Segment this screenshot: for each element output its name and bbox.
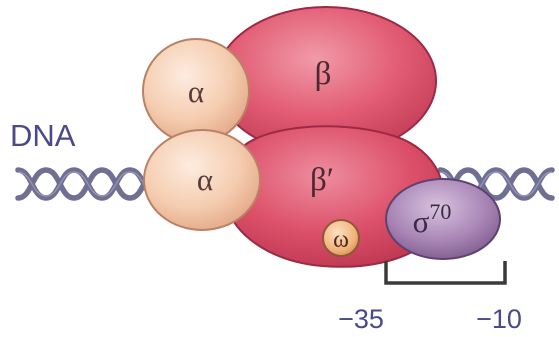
alpha-subunit-bottom <box>143 129 261 231</box>
alpha-bottom-label: α <box>197 162 213 197</box>
dna-helix-left-shading <box>17 171 159 197</box>
promoter-minus-10-label: −10 <box>476 304 522 334</box>
beta-label: β <box>315 56 332 92</box>
sigma-symbol: σ <box>413 204 430 239</box>
omega-label: ω <box>333 227 349 253</box>
promoter-bracket <box>384 261 507 285</box>
sigma-superscript: 70 <box>429 199 451 224</box>
sigma-label: σ70 <box>413 199 452 239</box>
alpha-top-label: α <box>188 74 204 109</box>
beta-prime-label: β′ <box>310 162 334 198</box>
promoter-minus-35-label: −35 <box>338 304 384 334</box>
sigma-70-subunit <box>385 178 501 260</box>
omega-subunit <box>322 219 360 257</box>
dna-label: DNA <box>10 118 76 153</box>
